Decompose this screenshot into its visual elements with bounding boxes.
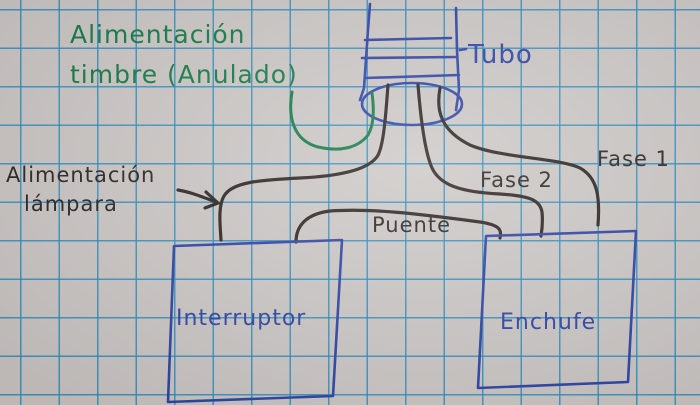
bridge-label: Puente <box>372 213 451 237</box>
bell-supply-label-line1: Alimentación <box>70 20 246 49</box>
phase-2-wire <box>416 83 545 238</box>
outlet-box-outline <box>476 229 638 390</box>
lamp-supply-arrow <box>176 188 218 204</box>
lamp-supply-wire <box>218 83 390 242</box>
phase-2-label: Fase 2 <box>480 168 553 192</box>
bell-supply-wire <box>289 90 375 151</box>
bell-supply-label-line2: timbre (Anulado) <box>70 60 298 89</box>
lamp-supply-label-line2: lámpara <box>24 192 118 216</box>
lamp-supply-label-line1: Alimentación <box>6 163 156 187</box>
phase-1-label: Fase 1 <box>597 147 670 171</box>
phase-1-wire <box>437 86 601 227</box>
bridge-wire <box>294 208 503 244</box>
tube-drawing <box>358 2 468 127</box>
outlet-box-label: Enchufe <box>500 310 597 335</box>
switch-box-label: Interruptor <box>176 306 307 331</box>
tube-label: Tubo <box>468 40 533 70</box>
switch-box-outline <box>166 238 344 404</box>
